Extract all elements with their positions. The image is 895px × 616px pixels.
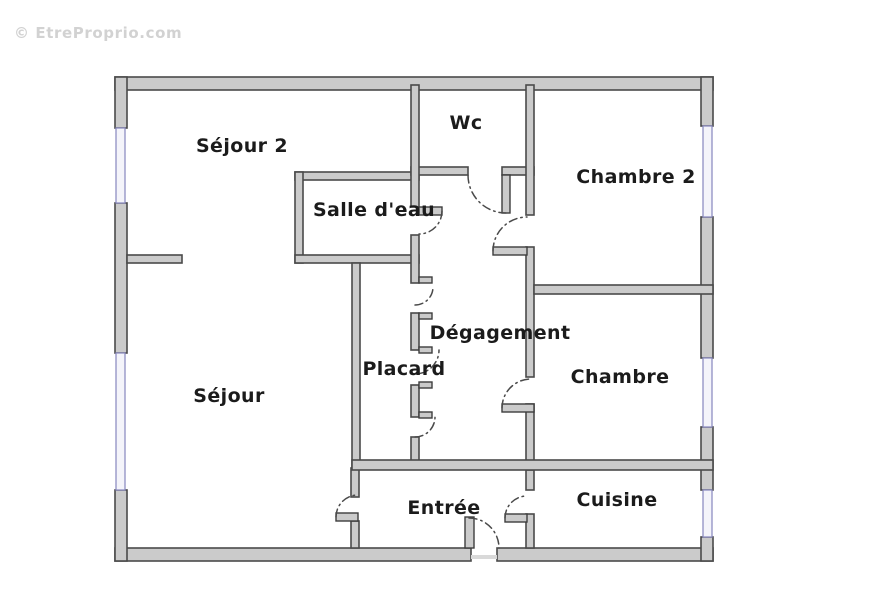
leaf-entree-sejour [335,512,359,522]
main-entrance-threshold [471,555,497,559]
leaf-chambre [501,403,535,413]
window-sejour [115,352,126,491]
door-arc-wc-door [467,174,507,214]
wall-east-vertical-b [525,246,535,378]
wall-east-vertical-e [525,513,535,549]
wall-outer-right-a [700,76,714,127]
wall-outer-left-a [114,76,128,129]
wall-sejour-divider-stub [126,254,183,264]
leaf-wc [501,174,511,214]
door-arc-entree-cuisine-door [504,495,528,519]
leaf-main-entrance [464,516,475,549]
wall-center-vertical-a [410,84,420,208]
wall-entree-left-upper [350,467,360,498]
door-arc-placard-door-middle [414,349,440,375]
door-arc-entree-sejour-door [335,494,359,518]
placard-tick-5 [418,411,433,419]
wall-outer-left-b [114,202,128,354]
wall-salle-d-eau-bottom [294,254,420,264]
door-arc-chambre-2-door [492,216,528,252]
wall-entree-left-lower [350,520,360,549]
placard-tick-4 [418,381,433,389]
leaf-chambre-2 [492,246,528,256]
wall-outer-right-c [700,426,714,491]
window-cuisine [702,489,713,538]
leaf-entree-cuisine [504,513,528,523]
wall-east-vertical-c [525,403,535,465]
wall-east-vertical-d [525,469,535,491]
leaf-salle-d-eau [418,206,443,216]
door-arc-main-entrance-door [468,517,500,549]
wall-center-vertical-c [410,312,420,351]
door-arc-placard-door-top [414,286,434,306]
wall-middle-horizontal [351,459,714,471]
door-arc-placard-door-bottom [414,416,436,438]
wall-salle-d-eau-top [294,171,420,181]
wall-salle-d-eau-left [294,171,304,264]
door-arc-salle-d-eau-door [418,210,443,235]
placard-tick-2 [418,312,433,320]
wall-outer-right-d [700,536,714,562]
placard-tick-1 [418,276,433,284]
placard-tick-3 [418,346,433,354]
wall-center-vertical-d [410,384,420,418]
wall-center-vertical-b [410,234,420,284]
watermark-text: © EtreProprio.com [14,24,183,42]
door-arc-chambre-door [501,378,532,409]
wall-placard-left [351,262,361,469]
window-chambre-2 [702,125,713,218]
wall-outer-bottom-right [496,547,714,562]
window-sejour-2 [115,127,126,204]
window-chambre [702,357,713,428]
wall-outer-left-c [114,489,128,562]
wall-outer-bottom-left [114,547,472,562]
wall-east-vertical-a [525,84,535,216]
wall-chambre-divider [533,284,714,295]
